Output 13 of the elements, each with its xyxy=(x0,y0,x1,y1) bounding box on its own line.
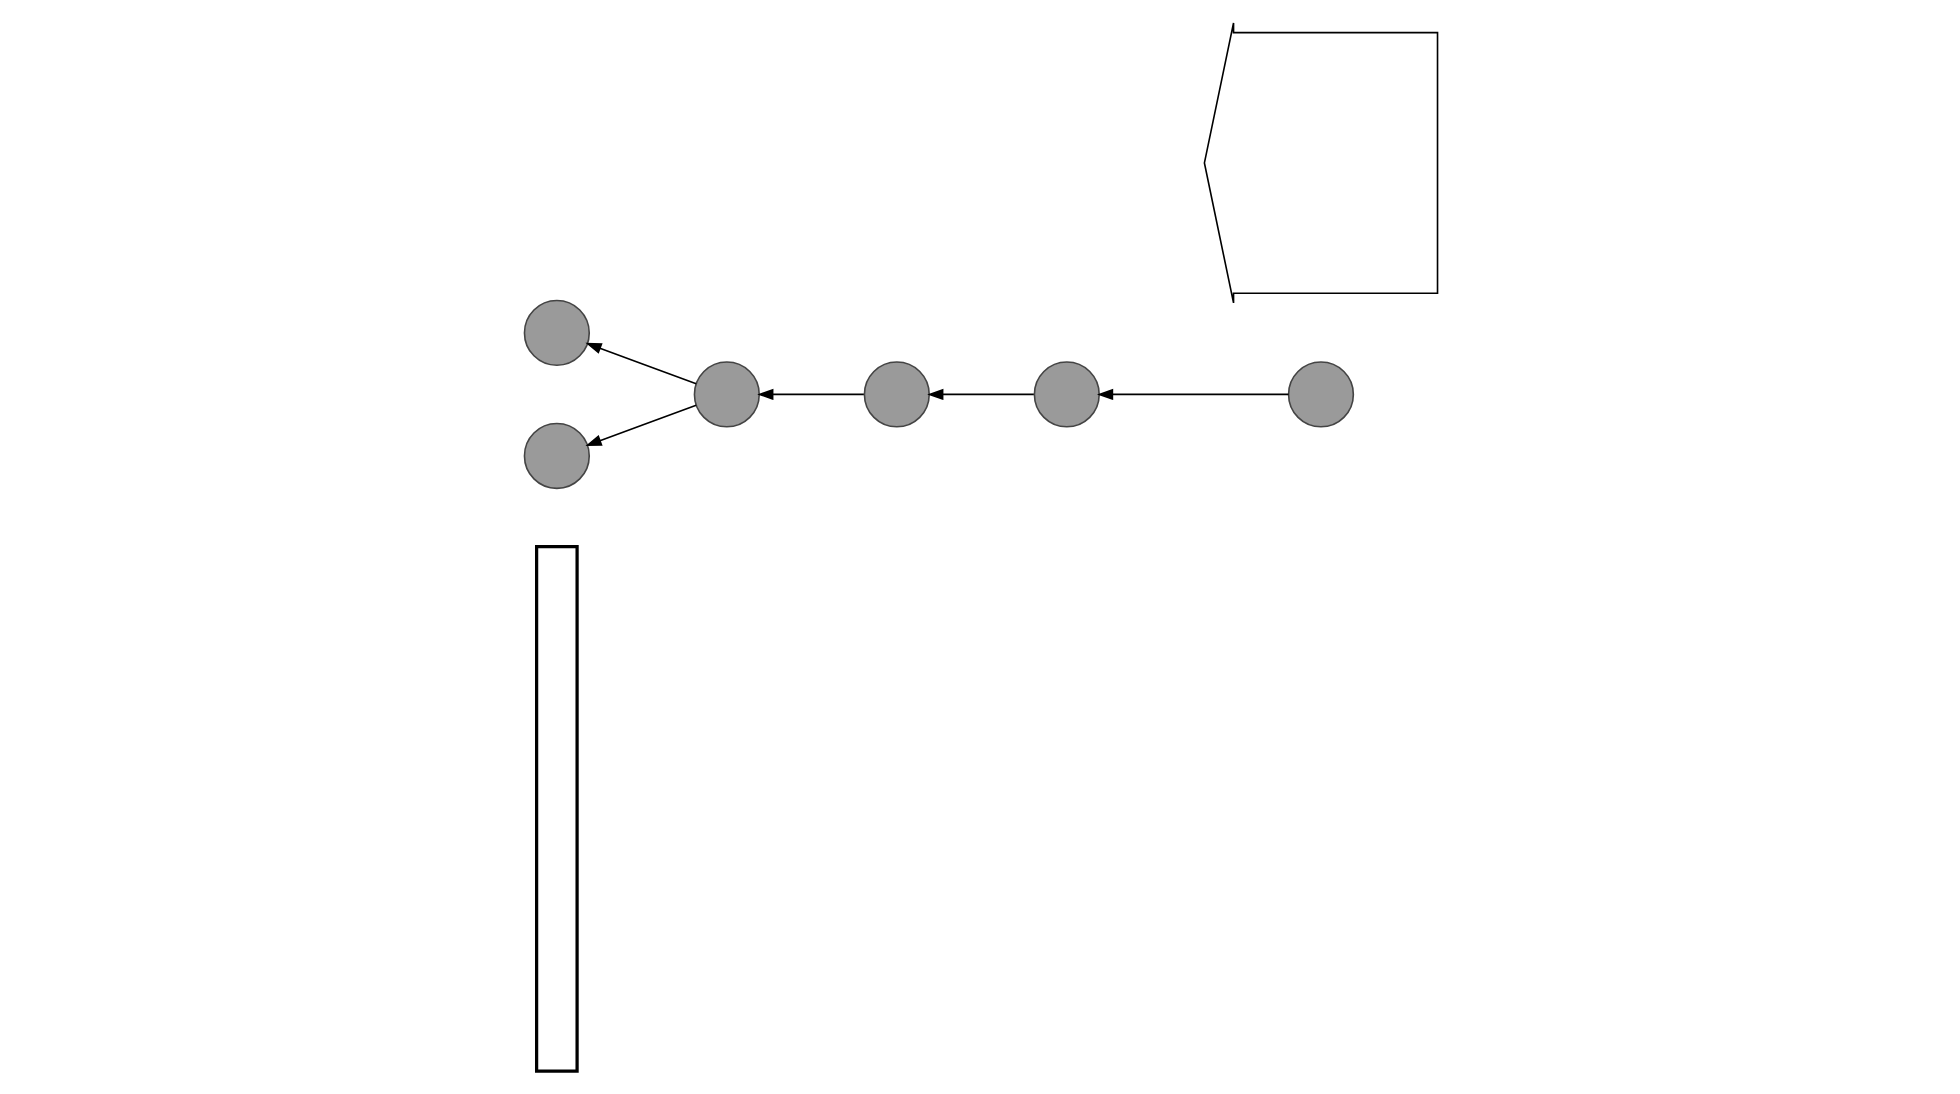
node-circle xyxy=(522,422,590,490)
node-arrow xyxy=(1202,22,1438,304)
arrow xyxy=(926,388,1034,401)
node-circle xyxy=(862,361,929,428)
node-circle xyxy=(522,299,590,367)
node-circle xyxy=(1032,361,1099,428)
arrow xyxy=(584,404,696,446)
arrow xyxy=(1096,388,1289,401)
arrow xyxy=(584,342,696,385)
node-bar xyxy=(534,545,578,1073)
arrow xyxy=(756,388,864,401)
node-circle xyxy=(692,361,759,428)
node-circle xyxy=(1286,361,1354,428)
